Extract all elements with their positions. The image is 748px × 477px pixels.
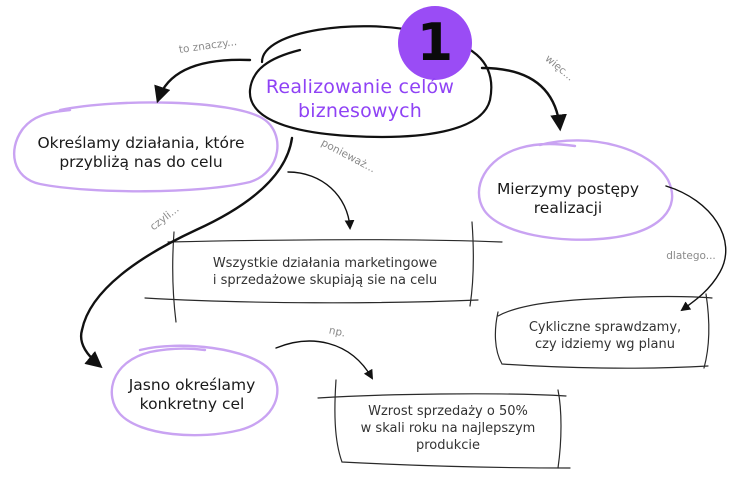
step-number-badge: 1 [398,6,472,80]
arrow-to-focus [287,171,355,230]
arrow-to-example [275,340,373,380]
check-box-outline [494,293,713,369]
actions-node-label: Określamy działania, które przybliżą nas… [37,134,245,172]
link-label-dlatego: dlatego... [666,250,716,262]
arrow-to-measure [480,66,567,132]
measure-node-label: Mierzymy postępy realizacji [496,180,640,218]
goal-node-outline [110,344,279,437]
example-box-outline [317,379,571,469]
arrow-to-actions [154,58,252,104]
central-node-title: Realizowanie celów biznesowych [265,76,455,122]
goal-node-label: Jasno określamy konkretny cel [128,376,256,414]
arrow-to-goal [79,136,294,369]
central-node-outline [248,25,493,139]
focus-box-outline [144,221,503,323]
example-box-text: Wzrost sprzedaży o 50% w skali roku na n… [360,404,536,453]
check-box-text: Cykliczne sprawdzamy, czy idziemy wg pla… [528,320,682,352]
arrow-to-check [665,185,727,312]
focus-box-text: Wszystkie działania marketingowe i sprze… [212,256,438,288]
measure-node-outline [477,139,674,241]
actions-node-outline [13,101,279,193]
